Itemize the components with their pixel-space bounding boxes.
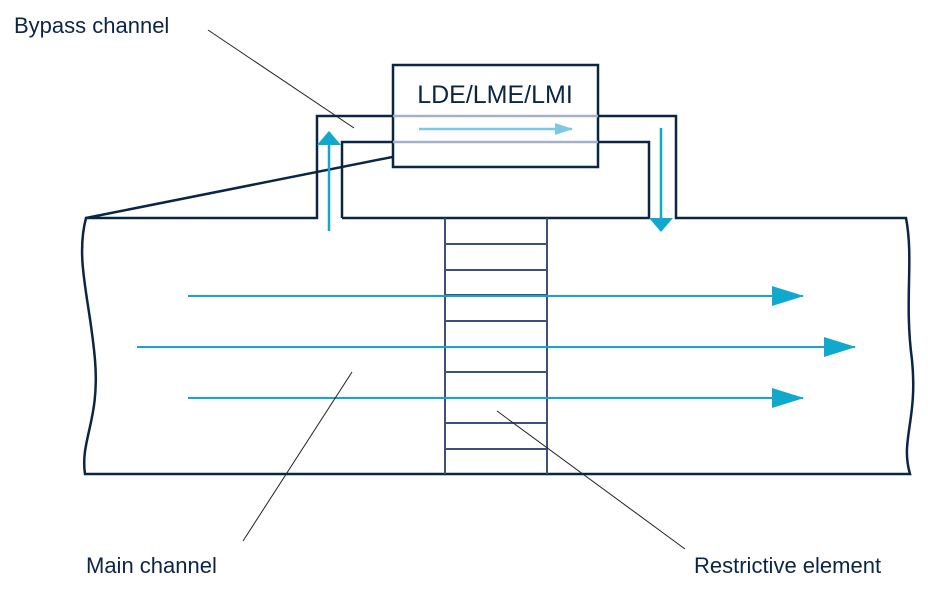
restrictive-element-label: Restrictive element: [694, 553, 881, 578]
bypass-inner-wall: [340, 140, 651, 220]
bypass-channel-label: Bypass channel: [14, 13, 169, 38]
main-channel-outline: [80, 114, 915, 476]
main-channel-leader-line: [242, 371, 353, 542]
bypass-leader-line: [207, 29, 355, 129]
main-channel-label: Main channel: [86, 553, 217, 578]
restrictive-leader-line: [496, 410, 686, 550]
sensor-label: LDE/LME/LMI: [417, 81, 573, 109]
